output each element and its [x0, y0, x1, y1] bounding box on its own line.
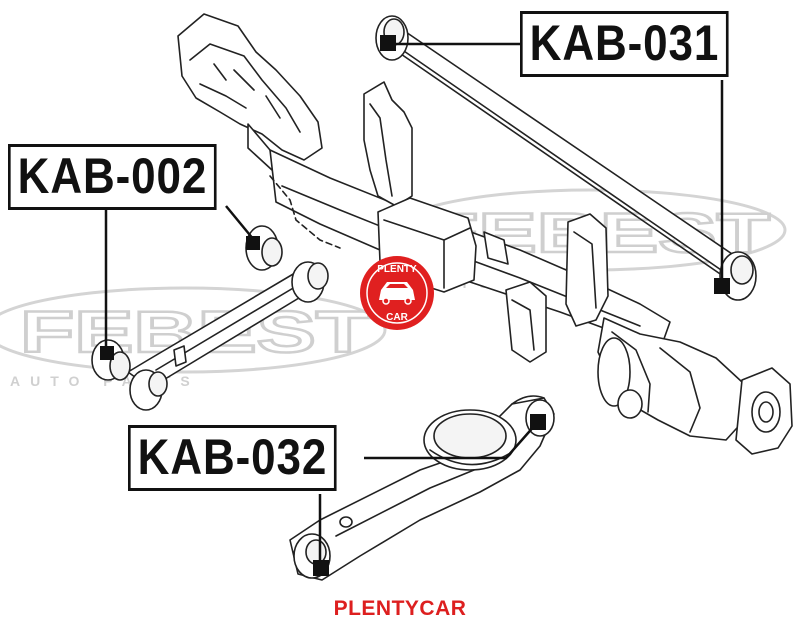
part-line-art — [91, 13, 793, 581]
label-kab-031: KAB-031 — [520, 11, 729, 77]
marker-kab-032-lower — [313, 560, 329, 576]
marker-kab-002-lower — [100, 346, 114, 360]
badge-text-top: PLENTY — [377, 264, 417, 275]
footer-brand: PLENTYCAR — [333, 597, 467, 620]
badge-text-bottom: CAR — [386, 312, 408, 323]
car-icon — [379, 282, 415, 305]
plentycar-badge: PLENTY CAR — [360, 256, 434, 330]
callout-leaders — [104, 42, 724, 566]
leader-kab-002-right — [225, 205, 255, 241]
label-kab-002: KAB-002 — [8, 144, 217, 210]
marker-kab-002-upper — [246, 236, 260, 250]
beam-bracket-left — [363, 81, 413, 207]
callout-markers — [100, 35, 730, 576]
marker-kab-032-upper — [530, 414, 546, 430]
marker-kab-031-right — [714, 278, 730, 294]
label-kab-032: KAB-032 — [128, 425, 337, 491]
marker-kab-031-top — [380, 35, 396, 51]
beam-bracket-right — [565, 213, 609, 327]
leader-kab-032-right — [364, 423, 537, 460]
